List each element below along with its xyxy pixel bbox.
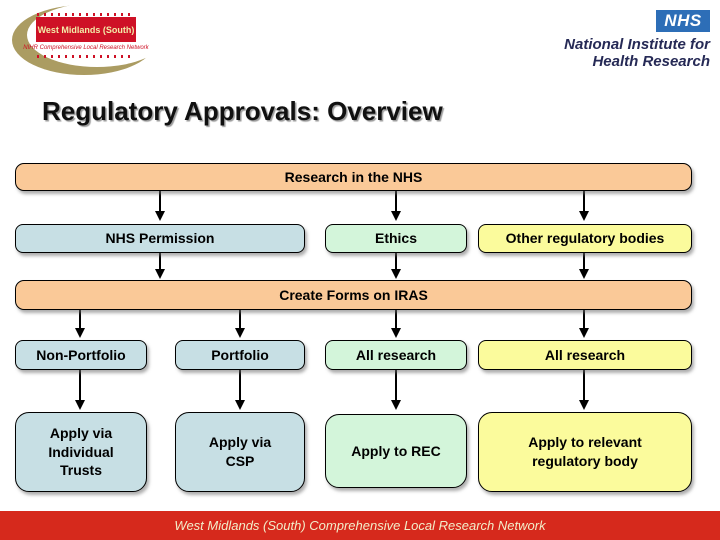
node-label: Apply via Individual Trusts (48, 424, 114, 479)
node-all-research-ethics: All research (325, 340, 467, 370)
node-non-portfolio: Non-Portfolio (15, 340, 147, 370)
node-ethics: Ethics (325, 224, 467, 253)
node-label: Apply to REC (351, 442, 441, 459)
logo-dotted-row-bottom (37, 55, 134, 58)
nihr-wordmark-line1: National Institute for (564, 36, 710, 53)
node-apply-to-relevant-regulatory-body: Apply to relevant regulatory body (478, 412, 692, 492)
page-title: Regulatory Approvals: Overview (42, 96, 443, 126)
nihr-wordmark-line2: Health Research (592, 53, 710, 71)
node-apply-to-rec: Apply to REC (325, 414, 467, 488)
node-label: Portfolio (211, 346, 269, 363)
node-other-regulatory-bodies: Other regulatory bodies (478, 224, 692, 253)
nihr-wordmark: National Institute for Health Research (564, 36, 710, 71)
node-portfolio: Portfolio (175, 340, 305, 370)
node-research-in-the-nhs: Research in the NHS (15, 163, 692, 191)
node-label: Apply via CSP (208, 434, 272, 469)
node-label: All research (355, 346, 437, 363)
node-label: Apply to relevant regulatory body (528, 434, 642, 469)
node-label: Ethics (374, 230, 417, 247)
node-nhs-permission: NHS Permission (15, 224, 305, 253)
node-label: Non-Portfolio (36, 346, 126, 363)
node-create-forms-on-iras: Create Forms on IRAS (15, 280, 692, 310)
footer-text: West Midlands (South) Comprehensive Loca… (174, 518, 546, 533)
node-label: Research in the NHS (284, 168, 423, 185)
nhs-logo: NHS (656, 10, 710, 32)
node-label: NHS Permission (105, 230, 215, 247)
clrn-logo-box: West Midlands (South) (36, 17, 136, 42)
node-label: Other regulatory bodies (505, 230, 665, 247)
nhs-logo-label: NHS (664, 11, 702, 30)
clrn-network-label: NIHR Comprehensive Local Research Networ… (23, 45, 149, 51)
node-all-research-other: All research (478, 340, 692, 370)
node-label: All research (544, 346, 626, 363)
node-apply-via-individual-trusts: Apply via Individual Trusts (15, 412, 147, 492)
footer-banner: West Midlands (South) Comprehensive Loca… (0, 511, 720, 540)
node-apply-via-csp: Apply via CSP (175, 412, 305, 492)
logo-dotted-row-top (37, 13, 134, 16)
node-label: Create Forms on IRAS (279, 286, 428, 303)
clrn-logo-label: West Midlands (South) (37, 24, 135, 35)
